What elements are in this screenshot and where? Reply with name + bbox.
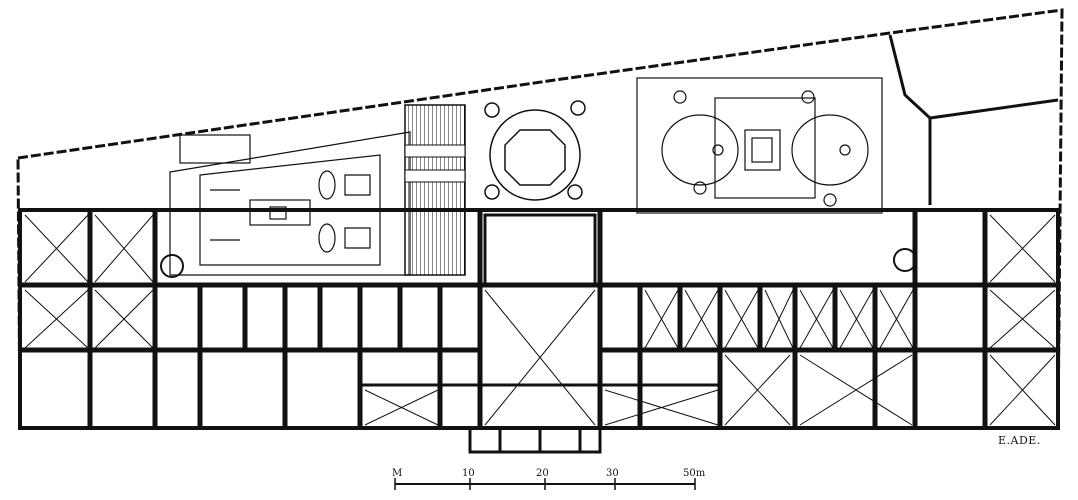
site-outline bbox=[16, 8, 1064, 430]
main-building bbox=[18, 208, 1060, 430]
rotunda bbox=[484, 100, 586, 201]
scale-tick-10: 10 bbox=[462, 468, 475, 479]
spiral-stairs bbox=[160, 248, 917, 278]
central-entrance bbox=[468, 213, 602, 454]
upper-right-wing bbox=[888, 34, 1059, 205]
courtyard-left bbox=[169, 131, 411, 276]
scale-tick-50m: 50m bbox=[683, 468, 706, 479]
scale-tick-30: 30 bbox=[606, 468, 619, 479]
scale-bar: M 10 20 30 50m bbox=[392, 468, 706, 490]
bay-walls bbox=[87, 210, 988, 428]
engraver-signature: E.ADE. bbox=[998, 434, 1041, 447]
vaulted-bays bbox=[24, 214, 1056, 426]
stair-ramp bbox=[404, 104, 466, 276]
scale-tick-0: M bbox=[392, 468, 402, 479]
parterre-right bbox=[636, 77, 883, 214]
scale-tick-20: 20 bbox=[536, 468, 549, 479]
